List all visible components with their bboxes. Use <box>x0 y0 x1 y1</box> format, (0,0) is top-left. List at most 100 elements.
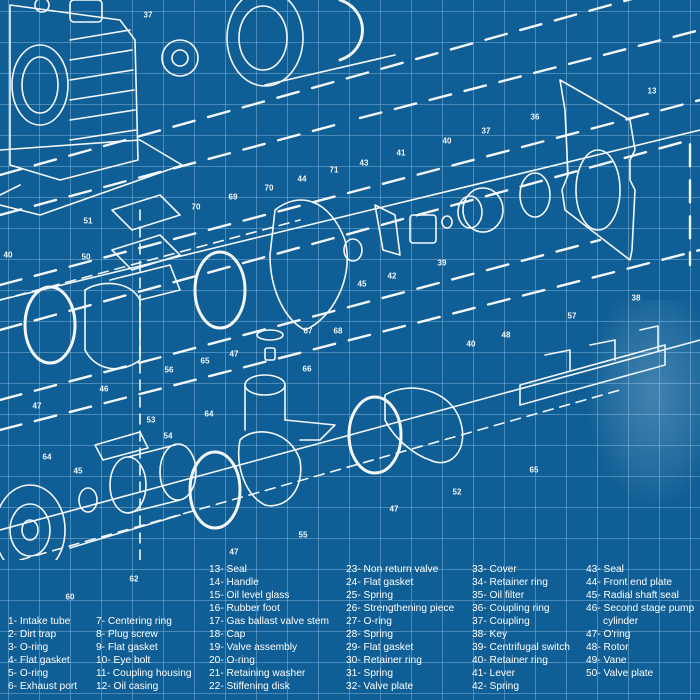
end-plate-13 <box>559 79 636 261</box>
part-callout-71: 71 <box>329 165 339 175</box>
part-callout-36: 36 <box>530 112 540 122</box>
part-callout-47: 47 <box>229 547 239 557</box>
legend-column-2: 7- Centering ring 8- Plug screw 9- Flat … <box>96 615 192 693</box>
legend-item: 42- Spring <box>472 681 520 692</box>
legend-item: 24- Flat gasket <box>346 577 414 588</box>
part-callout-69: 69 <box>228 192 238 202</box>
legend-item: 4- Flat gasket <box>8 655 70 666</box>
part-callout-46: 46 <box>99 384 109 394</box>
part-callout-47: 47 <box>32 401 42 411</box>
legend-item: 17- Gas ballast valve stem <box>209 616 330 627</box>
part-callout-56: 56 <box>164 365 174 375</box>
legend-item: 33- Cover <box>472 564 517 575</box>
worn-print-texture <box>585 300 700 510</box>
legend-item: 36- Coupling ring <box>472 603 550 614</box>
part-callout-40: 40 <box>466 339 476 349</box>
legend-item: 5- O-ring <box>8 668 49 679</box>
legend-item: 29- Flat gasket <box>346 642 414 653</box>
part-callout-51: 51 <box>83 216 93 226</box>
legend-item: 47- O'ring <box>586 629 631 640</box>
legend-item: 12- Oil casing <box>96 681 159 692</box>
legend-item-continuation: cylinder <box>603 616 639 627</box>
legend-item: 2- Dirt trap <box>8 629 57 640</box>
part-callout-64: 64 <box>204 409 214 419</box>
legend-item: 43- Seal <box>586 564 624 575</box>
legend-item: 44- Front end plate <box>586 577 673 588</box>
part-callout-39: 39 <box>437 258 447 268</box>
part-callout-53: 53 <box>146 415 156 425</box>
legend-item: 50- Valve plate <box>586 668 654 679</box>
part-callout-68: 68 <box>333 326 343 336</box>
part-callout-42: 42 <box>387 271 397 281</box>
legend-item: 23- Non return valve <box>346 564 439 575</box>
legend-item: 31- Spring <box>346 668 394 679</box>
legend-item: 25- Spring <box>346 590 394 601</box>
legend-item: 9- Flat gasket <box>96 642 158 653</box>
part-callout-47: 47 <box>389 504 399 514</box>
legend-item: 6- Exhaust port <box>8 681 78 692</box>
part-callout-67: 67 <box>303 326 313 336</box>
part-callout-60: 60 <box>65 592 75 602</box>
legend-item: 7- Centering ring <box>96 616 172 627</box>
legend-item: 39- Centrifugal switch <box>472 642 570 653</box>
legend-item: 46- Second stage pump <box>586 603 695 614</box>
legend-item: 22- Stiffening disk <box>209 681 290 692</box>
part-callout-37: 37 <box>481 126 491 136</box>
assembled-pump-body <box>0 0 183 216</box>
legend-item: 34- Retainer ring <box>472 577 548 588</box>
part-callout-70: 70 <box>264 183 274 193</box>
part-callout-45: 45 <box>73 466 83 476</box>
legend-item: 16- Rubber foot <box>209 603 280 614</box>
legend-item: 3- O-ring <box>8 642 49 653</box>
legend-item: 10- Eye bolt <box>96 655 151 666</box>
part-callout-47: 47 <box>229 349 239 359</box>
part-callout-54: 54 <box>163 431 173 441</box>
legend-item: 30- Retainer ring <box>346 655 422 666</box>
legend-item: 35- Oil filter <box>472 590 525 601</box>
legend-item: 38- Key <box>472 629 508 640</box>
part-callout-64: 64 <box>42 452 52 462</box>
part-callout-62: 62 <box>129 574 139 584</box>
parts-legend: 1- Intake tube 2- Dirt trap 3- O-ring 4-… <box>0 560 700 700</box>
legend-item: 18- Cap <box>209 629 246 640</box>
legend-item: 21- Retaining washer <box>209 668 306 679</box>
legend-item: 45- Radial shaft seal <box>586 590 679 601</box>
part-callout-50: 50 <box>81 252 91 262</box>
legend-item: 26- Strengthening piece <box>346 603 455 614</box>
part-callout-66: 66 <box>302 364 312 374</box>
legend-item: 37- Coupling <box>472 616 530 627</box>
legend-item: 41- Lever <box>472 668 516 679</box>
part-callout-45: 45 <box>357 279 367 289</box>
part-callout-40: 40 <box>3 250 13 260</box>
part-callout-70: 70 <box>191 202 201 212</box>
legend-item: 28- Spring <box>346 629 394 640</box>
legend-column-5: 33- Cover 34- Retainer ring 35- Oil filt… <box>472 563 570 693</box>
legend-item: 20- O-ring <box>209 655 255 666</box>
part-callout-65: 65 <box>529 465 539 475</box>
part-callout-52: 52 <box>452 487 462 497</box>
legend-item: 19- Valve assembly <box>209 642 298 653</box>
legend-item: 27- O-ring <box>346 616 392 627</box>
legend-item: 40- Retainer ring <box>472 655 548 666</box>
legend-item: 11- Coupling housing <box>96 668 192 679</box>
legend-item: 48- Rotor <box>586 642 629 653</box>
pump-linework <box>0 0 700 560</box>
part-callout-41: 41 <box>396 148 406 158</box>
legend-column-1: 1- Intake tube 2- Dirt trap 3- O-ring 4-… <box>8 615 77 693</box>
part-callout-43: 43 <box>359 158 369 168</box>
motor-housing <box>161 0 396 87</box>
part-callout-40: 40 <box>442 136 452 146</box>
legend-column-4: 23- Non return valve 24- Flat gasket 25-… <box>346 563 454 693</box>
part-callout-44: 44 <box>297 174 307 184</box>
part-callout-55: 55 <box>298 530 308 540</box>
legend-column-6: 43- Seal 44- Front end plate 45- Radial … <box>586 563 694 680</box>
legend-column-3: 13- Seal 14- Handle 15- Oil level glass … <box>209 563 329 693</box>
legend-item: 15- Oil level glass <box>209 590 290 601</box>
legend-item: 13- Seal <box>209 564 247 575</box>
part-callout-13: 13 <box>647 86 657 96</box>
legend-item: 1- Intake tube <box>8 616 71 627</box>
part-callout-38: 38 <box>631 293 641 303</box>
part-callout-57: 57 <box>567 311 577 321</box>
legend-item: 32- Valve plate <box>346 681 414 692</box>
